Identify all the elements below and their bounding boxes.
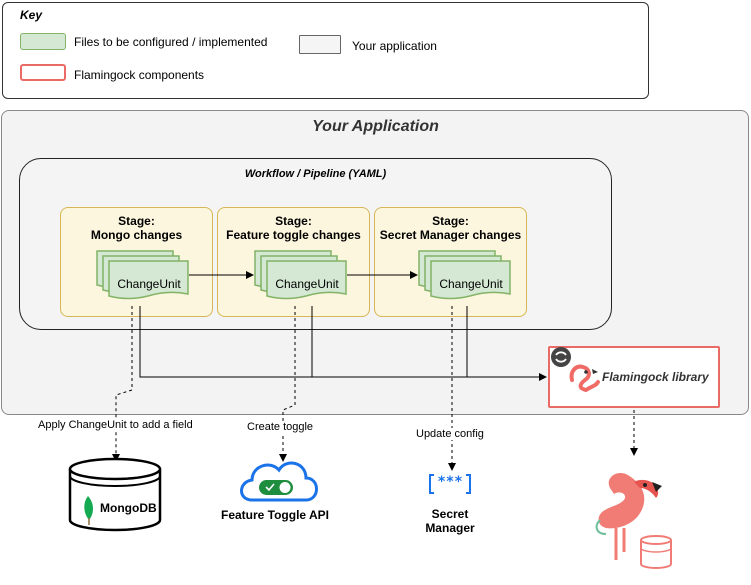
components-label: Flamingock components	[74, 68, 205, 82]
edge-label-secret-manager: Update config	[416, 428, 484, 440]
components-swatch	[20, 64, 66, 81]
app-swatch	[299, 35, 341, 54]
app-label: Your application	[352, 39, 437, 53]
connector-stage1-library	[139, 306, 547, 381]
workflow-title: Workflow / Pipeline (YAML)	[244, 168, 387, 180]
changeunit-stack-3	[418, 250, 511, 300]
files-swatch	[20, 33, 66, 50]
database-icon	[68, 457, 162, 532]
edge-label-feature-toggle: Create toggle	[247, 421, 314, 433]
changeunit-label-3: ChangeUnit	[439, 277, 503, 291]
changeunit-stack-2	[254, 250, 347, 300]
secret-manager-icon	[429, 474, 471, 494]
flamingo-icon	[569, 364, 600, 393]
secret-manager-glyph: ***	[437, 474, 463, 490]
flamingo-database-icon	[595, 472, 672, 569]
feature-toggle-api-label: Feature Toggle API	[220, 508, 329, 522]
stage-mongo-title: Stage:Mongo changes	[90, 214, 183, 242]
files-label: Files to be configured / implemented	[74, 35, 268, 49]
stage-feature-toggle-title: Stage:Feature toggle changes	[226, 214, 361, 242]
stage-secret-manager-title: Stage:Secret Manager changes	[379, 214, 522, 242]
edge-label-mongodb: Apply ChangeUnit to add a field	[38, 419, 193, 431]
cloud-toggle-icon	[240, 461, 318, 502]
changeunit-stack-1	[96, 250, 189, 300]
changeunit-label-2: ChangeUnit	[275, 277, 339, 291]
changeunit-label-1: ChangeUnit	[117, 277, 181, 291]
application-title: Your Application	[312, 118, 439, 135]
sync-icon	[551, 347, 571, 367]
flamingock-library-label: Flamingock library	[602, 370, 709, 384]
flamingock-library	[548, 346, 720, 408]
edge-to-feature-toggle	[279, 306, 296, 462]
mongodb-label: MongoDB	[100, 501, 157, 515]
key-title: Key	[20, 8, 43, 22]
